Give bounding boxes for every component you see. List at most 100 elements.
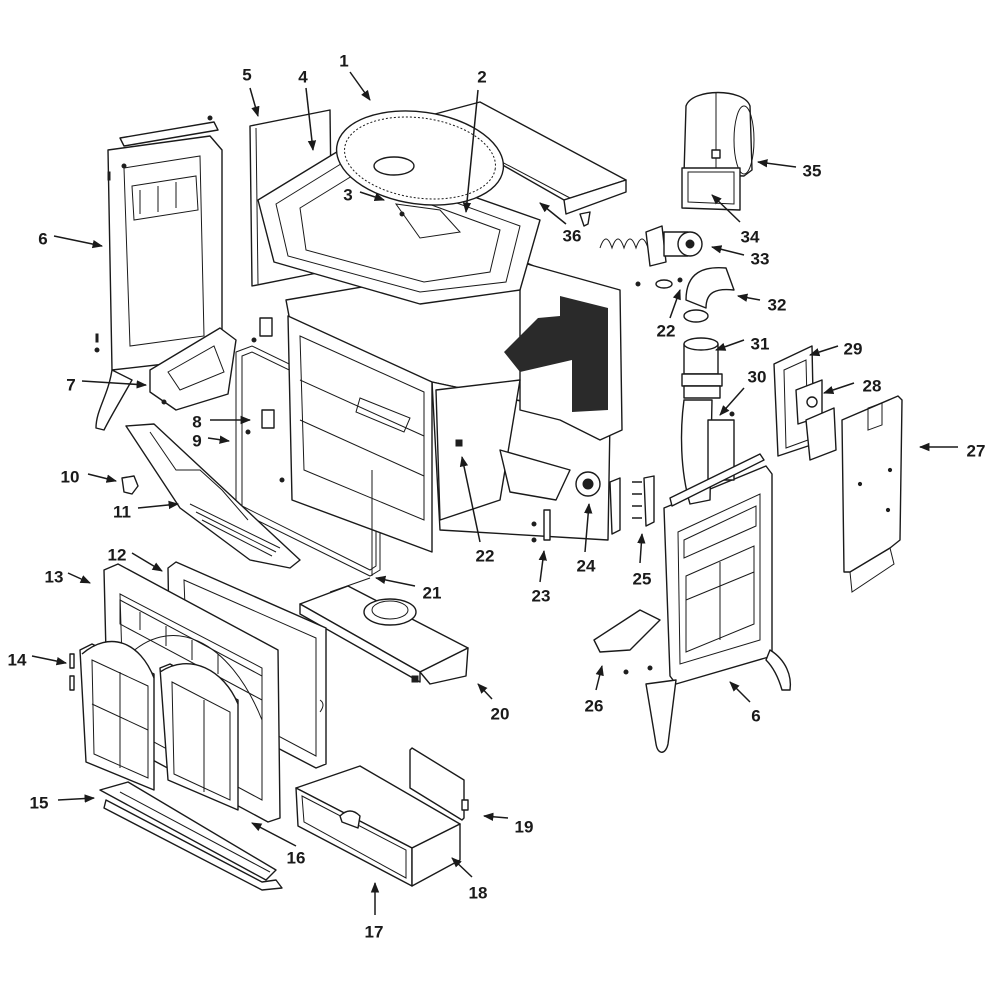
part-drawer-plate-19 xyxy=(409,747,469,821)
callout-label: 7 xyxy=(66,375,75,394)
part-clip-36 xyxy=(579,211,591,227)
callout-31: 31 xyxy=(715,334,770,353)
part-base-plate-20 xyxy=(299,585,469,685)
part-door-left-14 xyxy=(69,640,155,791)
callout-36: 36 xyxy=(539,202,582,245)
callout-arrow xyxy=(462,89,479,214)
callout-arrow xyxy=(349,71,371,101)
callout-7: 7 xyxy=(66,375,148,394)
callout-arrow xyxy=(809,345,839,357)
callout-label: 27 xyxy=(967,441,986,460)
callout-29: 29 xyxy=(809,339,862,358)
callout-arrow xyxy=(736,293,761,302)
callout-arrow xyxy=(374,575,416,587)
part-ash-lip-11 xyxy=(125,423,301,569)
callout-label: 4 xyxy=(298,67,308,86)
part-ash-drawer-17 xyxy=(295,765,461,887)
callout-22: 22 xyxy=(459,455,495,565)
callout-arrow xyxy=(207,435,231,444)
callout-1: 1 xyxy=(339,51,371,101)
callout-label: 24 xyxy=(577,556,596,575)
callout-label: 26 xyxy=(585,696,604,715)
callout-12: 12 xyxy=(108,545,163,572)
part-clip-10 xyxy=(121,475,139,495)
callout-8: 8 xyxy=(192,412,252,431)
part-switch-24 xyxy=(575,471,601,497)
callout-label: 11 xyxy=(113,502,131,521)
callout-label: 3 xyxy=(343,185,352,204)
part-top-oval-lid-1 xyxy=(335,110,505,206)
callout-26: 26 xyxy=(585,664,604,715)
callout-23: 23 xyxy=(532,549,551,605)
callout-arrow xyxy=(57,794,96,803)
callout-label: 19 xyxy=(515,817,534,836)
callout-18: 18 xyxy=(451,857,488,902)
callout-label: 34 xyxy=(741,227,760,246)
callout-arrow xyxy=(359,191,385,201)
callout-label: 33 xyxy=(751,249,770,268)
callout-label: 36 xyxy=(563,226,582,245)
part-gasket-22 xyxy=(655,277,683,289)
callout-arrow xyxy=(715,339,745,351)
callout-arrow xyxy=(251,822,297,847)
parts-layer xyxy=(69,91,903,891)
callout-arrow xyxy=(482,812,509,821)
callout-label: 28 xyxy=(863,376,882,395)
callout-13: 13 xyxy=(45,567,91,586)
callout-label: 1 xyxy=(339,51,348,70)
part-bracket-7 xyxy=(149,327,237,411)
part-bracket-23 xyxy=(531,509,551,543)
callout-arrow xyxy=(719,387,745,416)
callout-label: 16 xyxy=(287,848,306,867)
callout-19: 19 xyxy=(482,812,534,836)
callout-label: 15 xyxy=(30,793,49,812)
callout-24: 24 xyxy=(577,502,596,575)
callout-label: 12 xyxy=(108,545,127,564)
callout-15: 15 xyxy=(30,793,96,812)
callout-30: 30 xyxy=(719,367,767,416)
part-left-side-casting-6 xyxy=(95,121,223,431)
callout-label: 6 xyxy=(751,706,760,725)
callout-28: 28 xyxy=(823,376,882,395)
callout-arrow xyxy=(595,664,604,691)
part-combustion-blower-30 xyxy=(669,399,765,507)
callout-label: 17 xyxy=(365,922,384,941)
callout-label: 8 xyxy=(192,412,201,431)
callout-20: 20 xyxy=(477,683,510,723)
callout-arrow xyxy=(756,159,797,168)
part-auger-motor-33 xyxy=(599,225,703,267)
callout-arrow xyxy=(729,681,751,703)
callout-3: 3 xyxy=(343,185,385,204)
part-right-side-casting-6 xyxy=(645,465,792,753)
callout-label: 9 xyxy=(192,431,201,450)
callout-22: 22 xyxy=(657,289,681,340)
callout-label: 2 xyxy=(477,67,486,86)
callout-arrow xyxy=(249,87,260,118)
part-rear-vent-panel xyxy=(504,261,623,441)
part-side-panel-27 xyxy=(841,395,903,593)
callout-label: 20 xyxy=(491,704,510,723)
callout-32: 32 xyxy=(736,293,786,314)
callout-layer: 1234567891011121314151617181920212223242… xyxy=(8,51,986,941)
part-bracket-26 xyxy=(593,609,661,653)
callout-label: 30 xyxy=(748,367,767,386)
callout-35: 35 xyxy=(756,159,821,180)
part-exhaust-pipe-31 xyxy=(681,337,723,399)
part-hinge-8 xyxy=(259,317,275,429)
callout-arrow xyxy=(67,572,91,584)
callout-10: 10 xyxy=(61,467,118,486)
callout-arrow xyxy=(31,655,68,666)
callout-label: 23 xyxy=(532,586,551,605)
part-door-right xyxy=(159,662,239,811)
part-igniter-28 xyxy=(795,379,837,461)
callout-label: 22 xyxy=(476,546,495,565)
callout-label: 18 xyxy=(469,883,488,902)
callout-14: 14 xyxy=(8,650,68,669)
callout-label: 31 xyxy=(751,334,770,353)
callout-label: 13 xyxy=(45,567,64,586)
callout-33: 33 xyxy=(710,245,770,268)
callout-5: 5 xyxy=(242,65,260,118)
callout-arrow xyxy=(451,857,473,878)
part-firebox-front xyxy=(287,315,433,553)
